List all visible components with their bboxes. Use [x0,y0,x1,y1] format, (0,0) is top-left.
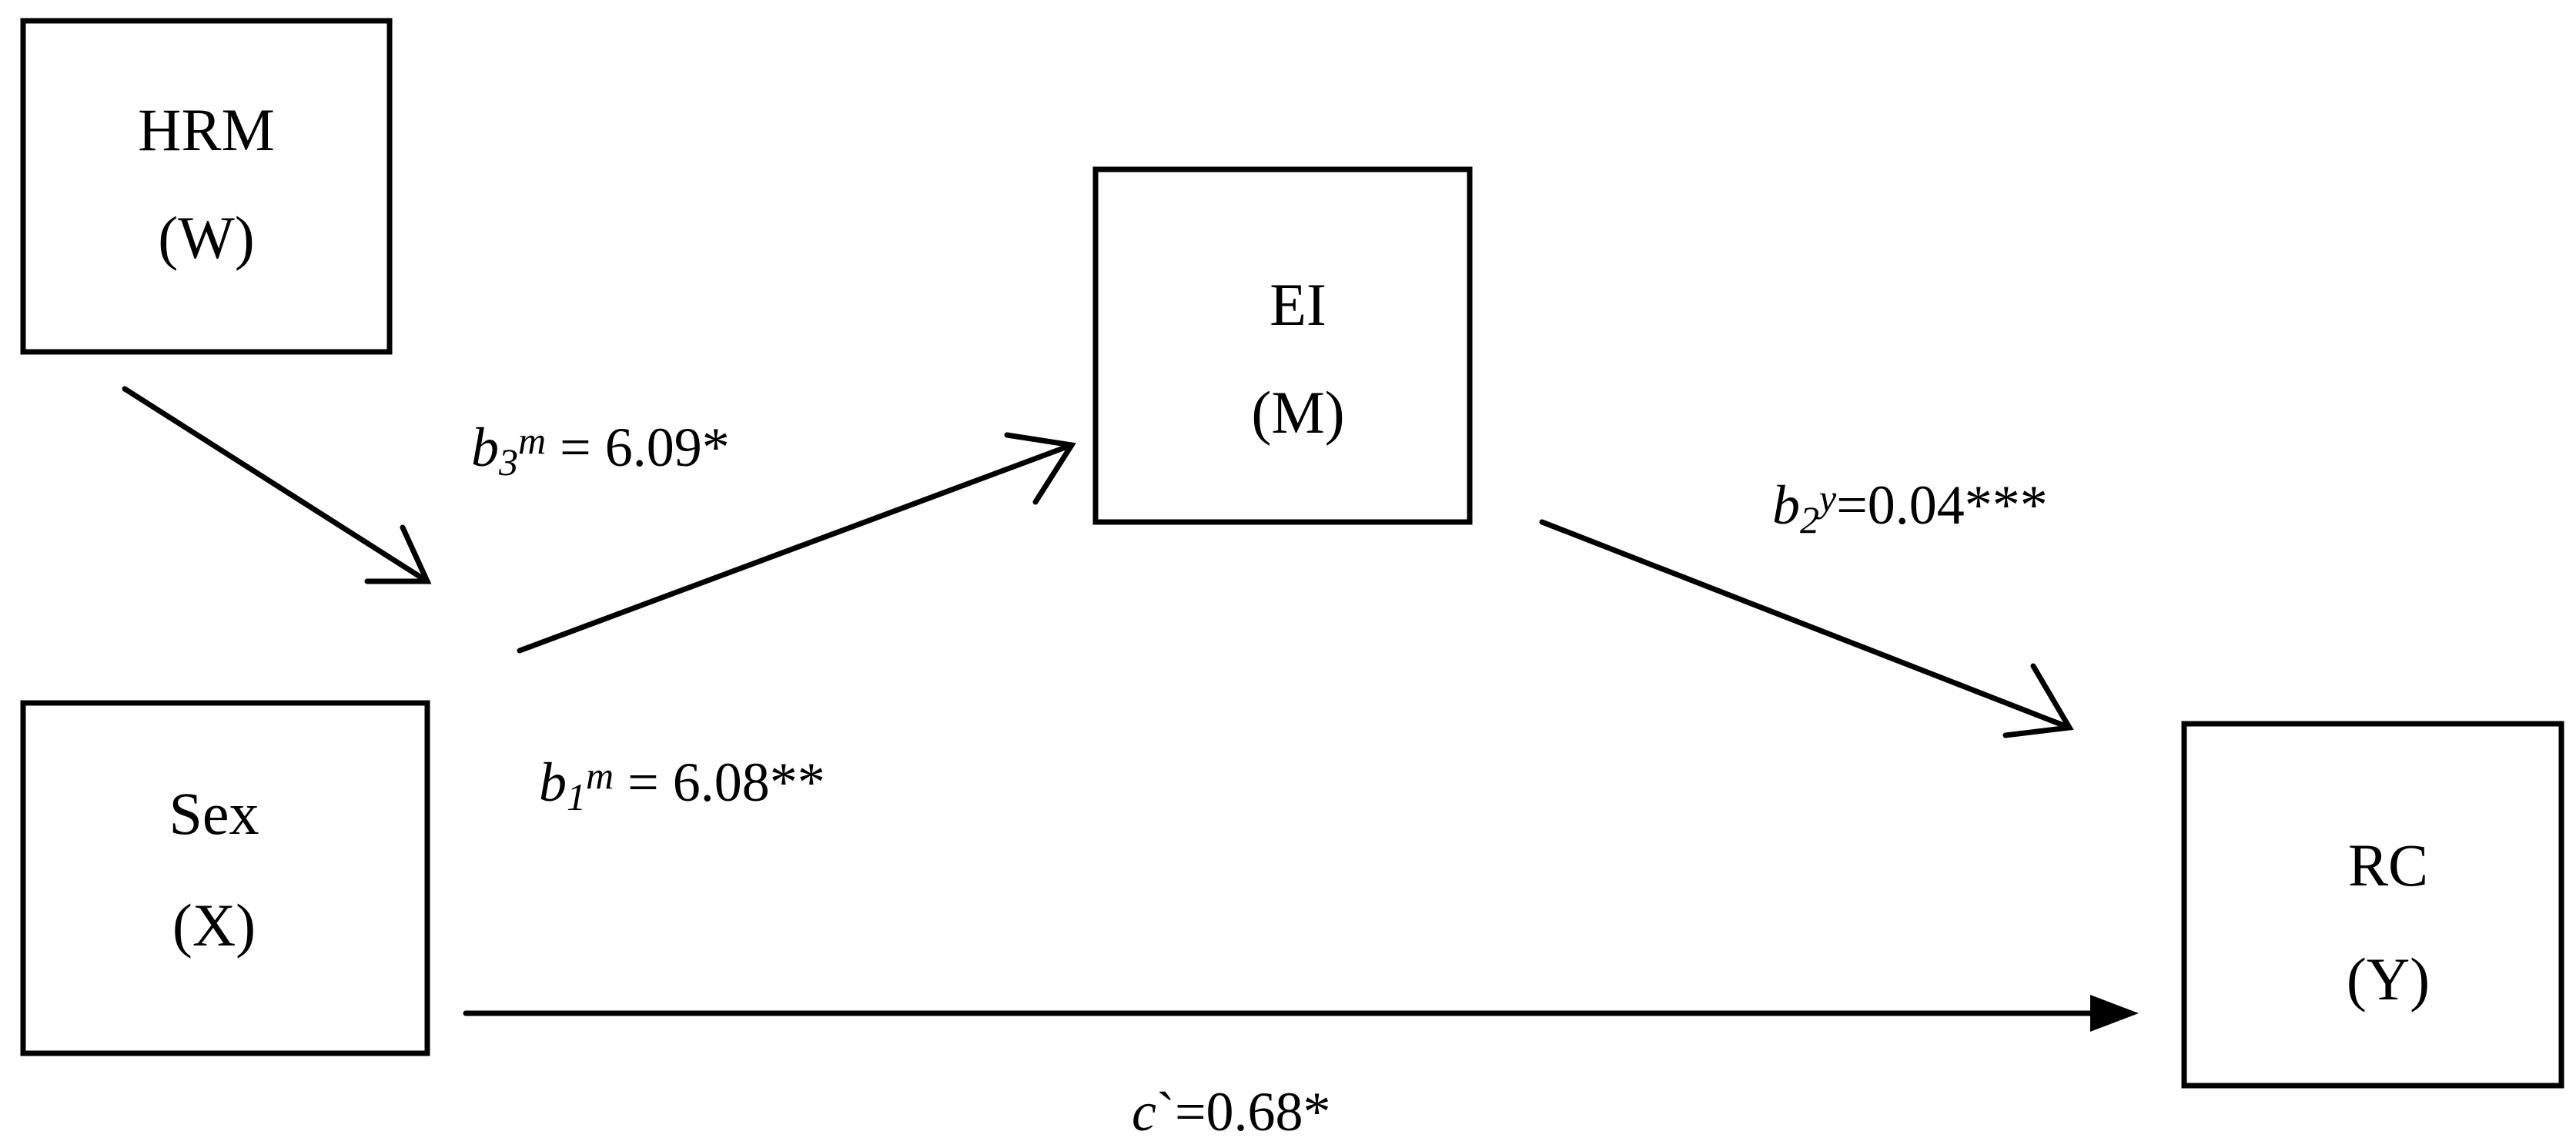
arrow-sex-to-ei [517,432,1076,654]
node-hrm: HRM (W) [20,18,393,355]
node-rc: RC (Y) [2181,721,2564,1089]
label-c-symbol: c [1132,1081,1156,1143]
label-b2y-symbol: b [1772,474,1800,536]
label-b3m: b3m = 6.09* [471,417,730,484]
label-b2y: b2y=0.04*** [1772,474,2048,541]
node-rc-code: (Y) [2347,946,2430,1012]
label-c-value: `=0.68* [1156,1081,1331,1143]
node-hrm-box [20,18,393,355]
node-ei-box [1092,166,1473,525]
label-b3m-value: = 6.09* [546,417,730,478]
label-b1m: b1m = 6.08** [539,751,825,818]
node-sex-box [20,700,430,1056]
label-b3m-subscript: 3 [498,440,518,484]
label-b1m-superscript: m [586,754,614,797]
label-b1m-value: = 6.08** [614,751,825,813]
label-b2y-value: =0.04*** [1836,474,2048,536]
node-sex: Sex (X) [20,700,430,1056]
node-rc-name: RC [2348,832,2428,899]
arrow-ei-to-rc [1539,519,2074,738]
node-sex-code: (X) [172,892,256,959]
node-ei-code: (M) [1251,379,1344,446]
node-hrm-code: (W) [158,204,255,271]
arrow-sex-to-rc [463,995,2139,1032]
arrow-hrm-moderation [122,386,432,584]
label-c-prime: c`=0.68* [1132,1081,1331,1143]
node-hrm-name: HRM [138,96,275,163]
label-b3m-symbol: b [471,417,499,478]
node-rc-box [2181,721,2564,1089]
label-b3m-superscript: m [518,419,546,462]
node-sex-name: Sex [169,780,259,847]
node-ei: EI (M) [1092,166,1473,525]
node-ei-name: EI [1270,271,1326,338]
label-b1m-subscript: 1 [567,775,586,818]
label-b1m-symbol: b [539,751,567,813]
label-b2y-subscript: 2 [1800,498,1819,541]
label-b2y-superscript: y [1815,477,1837,520]
